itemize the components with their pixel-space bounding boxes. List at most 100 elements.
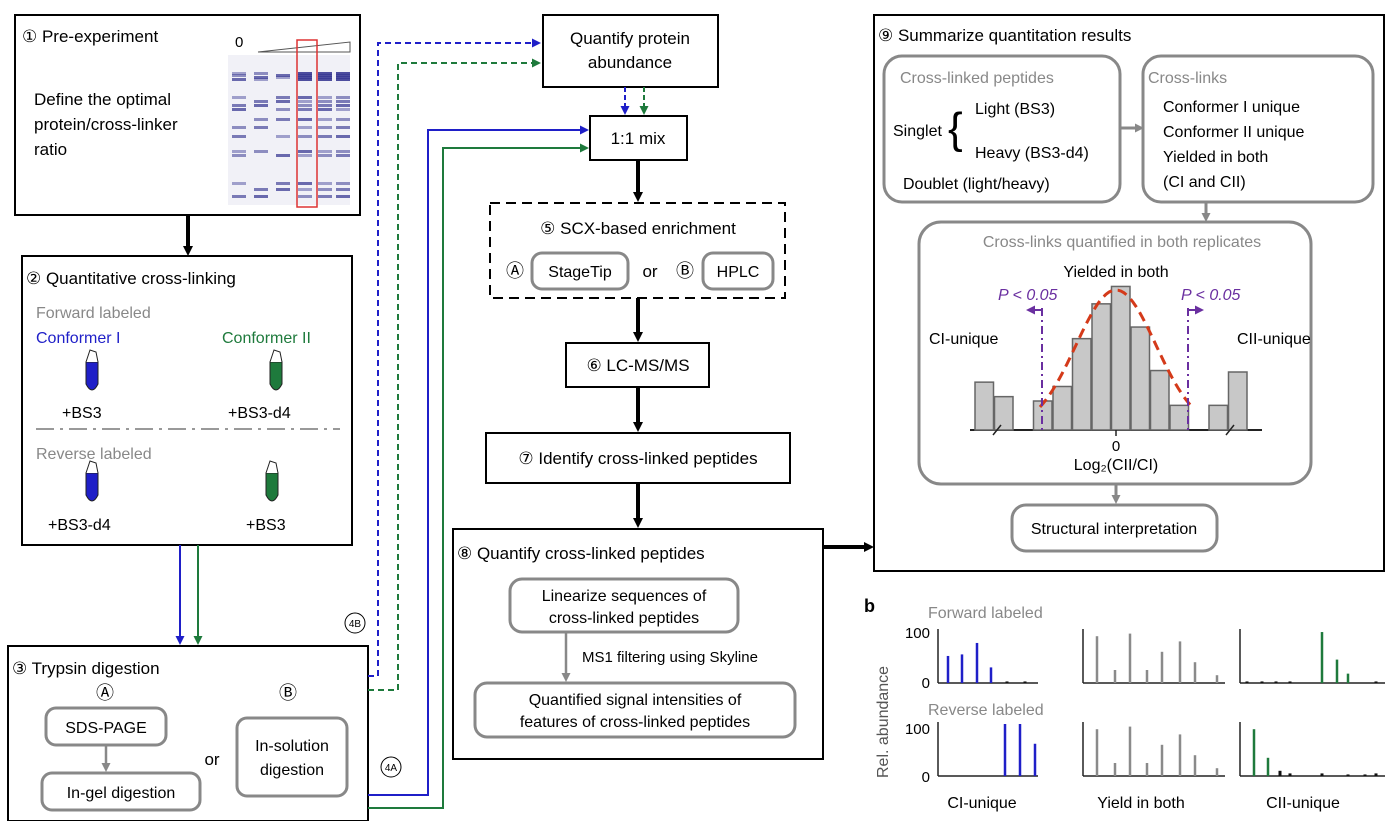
gel-band — [336, 188, 350, 191]
tube-icon — [265, 460, 279, 502]
gel-band — [276, 96, 290, 99]
gel-band — [254, 126, 268, 129]
gel-band — [298, 100, 312, 103]
option-b5-icon: Ⓑ — [676, 261, 694, 281]
gel-band — [232, 126, 246, 129]
axis-break-mark — [992, 424, 1002, 436]
cross-linked-peptides-title: Cross-linked peptides — [900, 70, 1054, 87]
gel-band — [276, 100, 290, 103]
gel-band — [298, 135, 312, 138]
pre-experiment-desc-3: ratio — [34, 140, 67, 159]
gel-band — [254, 150, 268, 153]
tube-icon — [85, 349, 99, 391]
gel-band — [276, 74, 290, 77]
forward-labeled-b: Forward labeled — [928, 605, 1043, 622]
gel-band — [318, 135, 332, 138]
histogram-bar — [1208, 404, 1229, 431]
gel-band — [298, 188, 312, 191]
histogram-bar — [1169, 404, 1190, 431]
hplc-label: HPLC — [717, 264, 760, 281]
gel-band — [298, 104, 312, 107]
col-label-yield-in-both: Yield in both — [1097, 795, 1184, 812]
histogram-bar — [993, 395, 1014, 431]
gel-band — [298, 76, 312, 79]
gel-band — [336, 118, 350, 121]
in-solution-label-2: digestion — [260, 762, 324, 779]
gel-band — [298, 150, 312, 153]
identify-label: ⑦ Identify cross-linked peptides — [518, 449, 757, 468]
gel-band — [336, 150, 350, 153]
rel-abundance-label: Rel. abundance — [875, 666, 892, 778]
reverse-labeled-label: Reverse labeled — [36, 446, 152, 463]
fwd-tick-100: 100 — [905, 625, 930, 642]
in-gel-box — [40, 771, 202, 812]
gel-band — [232, 195, 246, 198]
gel-band — [318, 118, 332, 121]
gel-band — [318, 100, 332, 103]
gel-band — [298, 78, 312, 81]
gel-band — [232, 74, 246, 77]
gel-band — [298, 96, 312, 99]
gel-band — [336, 76, 350, 79]
gel-band — [298, 154, 312, 157]
gel-zero-label: 0 — [235, 34, 243, 51]
conformer-2-label: Conformer II — [222, 330, 311, 347]
or-label-5: or — [642, 262, 657, 281]
gel-band — [276, 118, 290, 121]
gel-band — [232, 96, 246, 99]
histogram-bar — [1052, 385, 1073, 431]
spectra-panels — [937, 629, 1385, 777]
gel-band — [318, 150, 332, 153]
gel-band — [276, 76, 290, 79]
pre-experiment-title: ① Pre-experiment — [22, 27, 158, 46]
in-solution-box — [235, 716, 349, 798]
gel-band — [276, 108, 290, 111]
gel-band — [298, 118, 312, 121]
gel-band — [254, 78, 268, 81]
gel-band — [298, 182, 312, 185]
option-a5-icon: Ⓐ — [506, 261, 524, 281]
cross-links-item-4: (CI and CII) — [1163, 174, 1246, 191]
structural-box — [1010, 503, 1219, 553]
gel-band — [254, 188, 268, 191]
panel-b-label: b — [864, 596, 875, 616]
structural-label: Structural interpretation — [1031, 521, 1197, 538]
conformer-1-label: Conformer I — [36, 330, 120, 347]
dashed-blue-route — [368, 38, 541, 677]
gel-band — [336, 135, 350, 138]
rev-tick-0: 0 — [922, 769, 930, 786]
in-gel-label: In-gel digestion — [67, 785, 176, 802]
histogram-xlabel: Log₂(CII/CI) — [1074, 457, 1158, 474]
gel-band — [254, 104, 268, 107]
gel-band — [318, 72, 332, 75]
gel-band — [298, 108, 312, 111]
gel-band — [232, 72, 246, 75]
mix-label: 1:1 mix — [611, 129, 666, 148]
singlet-label: Singlet — [893, 123, 942, 140]
axis-break-mark — [1225, 424, 1235, 436]
histogram-bar — [1071, 337, 1092, 431]
lcms-label: ⑥ LC-MS/MS — [586, 356, 689, 375]
gel-band — [232, 150, 246, 153]
histogram-bar — [1091, 303, 1112, 431]
fwd-tick-0: 0 — [922, 675, 930, 692]
gel-band — [232, 154, 246, 157]
gel-band — [232, 78, 246, 81]
solid-green-route — [368, 143, 589, 809]
histogram-chart — [970, 285, 1262, 436]
linearize-label-2: cross-linked peptides — [549, 610, 699, 627]
ci-unique-label: CI-unique — [929, 331, 998, 348]
gel-band — [318, 188, 332, 191]
gel-band — [254, 72, 268, 75]
gel-band — [318, 76, 332, 79]
gel-band — [254, 118, 268, 121]
gaussian-fit-curve — [1038, 288, 1192, 408]
doublet-label: Doublet (light/heavy) — [903, 176, 1050, 193]
quantify-protein-label-1: Quantify protein — [570, 29, 690, 48]
linearize-box — [508, 577, 740, 634]
gel-band — [336, 72, 350, 75]
sds-page-label: SDS-PAGE — [65, 720, 147, 737]
tag-4b-circle — [344, 612, 366, 634]
quantify-protein-box — [542, 14, 719, 88]
